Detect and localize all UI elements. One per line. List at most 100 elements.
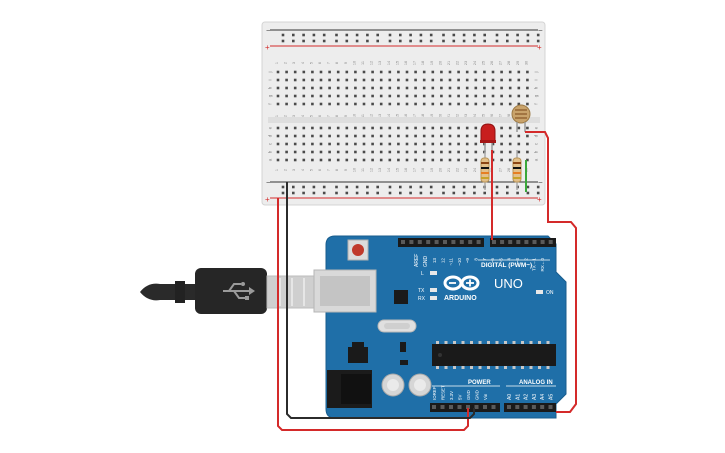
on-label: ON [546,290,554,296]
rail-plus-label: + [265,195,270,204]
column-number: 21 [447,61,451,65]
breadboard-center-channel [268,117,540,123]
column-number: 12 [370,61,374,65]
arduino-brand: ARDUINO [444,295,477,302]
column-number: 10 [352,114,356,118]
column-number: 23 [464,61,468,65]
column-number: 14 [387,61,391,65]
column-number: 4 [301,62,305,64]
status-leds: L TX RX [418,271,437,302]
column-number: 18 [421,61,425,65]
digital-pin-label: ~10 [457,258,462,266]
column-number: 24 [473,168,477,172]
column-number: 8 [335,62,339,64]
column-number: 28 [507,61,511,65]
row-letter: g [534,94,539,97]
column-number: 22 [456,114,460,118]
power-pin-label: 3.3V [449,391,454,400]
row-letter: b [534,150,539,153]
row-letter: e [534,126,539,129]
wire-black-gnd[interactable] [286,182,475,419]
breadboard-bottom-power-rail[interactable]: − − + + [265,178,543,204]
column-number: 13 [378,61,382,65]
column-number: 21 [447,168,451,172]
column-number: 11 [361,114,365,118]
breadboard-top-power-rail[interactable]: − − + + [265,26,543,52]
column-number: 10 [352,61,356,65]
arduino-logo-icon [443,275,480,291]
photoresistor[interactable] [511,104,531,132]
column-number: 27 [499,114,503,118]
power-header[interactable] [430,403,500,412]
column-number: 7 [327,115,331,117]
column-number: 20 [438,168,442,172]
row-letter: i [268,80,273,81]
atmega-microcontroller [432,341,556,369]
wire-red-5v[interactable] [277,198,469,431]
resistor-2[interactable] [512,150,522,190]
gnd-label: GND [423,256,429,268]
row-letter: j [268,72,273,74]
dc-power-jack [327,370,372,408]
column-number: 1 [275,169,279,171]
rail-minus-label: − [538,26,543,35]
column-number: 9 [344,62,348,64]
rail-plus-label: + [537,195,542,204]
column-number: 23 [464,114,468,118]
column-number: 21 [447,114,451,118]
usb-cable[interactable] [140,268,316,314]
column-number: 4 [301,169,305,171]
column-number: 1 [275,115,279,117]
column-number: 18 [421,114,425,118]
power-label: POWER [468,380,491,386]
column-number: 19 [430,114,434,118]
column-number: 11 [361,61,365,65]
red-led[interactable] [480,123,496,152]
resistor-1[interactable] [480,152,490,190]
power-pin-label: GND [475,390,480,400]
column-number: 7 [327,62,331,64]
breadboard[interactable]: − − + + 11122233344455566677788899910101… [261,21,546,206]
column-number: 3 [292,169,296,171]
wire-red-ldr-to-a5[interactable] [525,131,577,413]
column-number: 17 [413,61,417,65]
on-led [536,290,543,294]
column-number: 14 [387,168,391,172]
column-number: 5 [309,115,313,117]
row-letter: f [534,103,539,105]
column-number: 9 [344,115,348,117]
led-tx-label: TX [418,288,425,294]
column-number: 5 [309,169,313,171]
column-number: 23 [464,168,468,172]
row-letter: a [268,158,273,161]
reset-button[interactable] [347,239,369,261]
analog-header[interactable] [504,403,556,412]
digital-pin-label: ~9 [465,258,470,264]
row-letter: b [268,150,273,153]
digital-header-right[interactable] [490,238,556,247]
column-number: 6 [318,62,322,64]
column-number: 30 [524,61,528,65]
digital-header-left[interactable] [398,238,484,247]
column-number: 17 [413,168,417,172]
icsp-chip [394,290,408,304]
column-number: 27 [499,168,503,172]
column-number: 3 [292,115,296,117]
power-pin-label: IOREF [432,386,437,400]
rail-minus-label: − [266,26,271,35]
column-number: 10 [352,168,356,172]
rail-plus-label: + [537,43,542,52]
column-number: 9 [344,169,348,171]
column-number: 3 [292,62,296,64]
column-number: 15 [395,168,399,172]
column-number: 14 [387,114,391,118]
voltage-regulator [348,347,368,363]
column-number: 22 [456,168,460,172]
digital-label: DIGITAL (PWM~) [481,262,532,269]
column-number: 4 [301,115,305,117]
row-letter: i [534,80,539,81]
